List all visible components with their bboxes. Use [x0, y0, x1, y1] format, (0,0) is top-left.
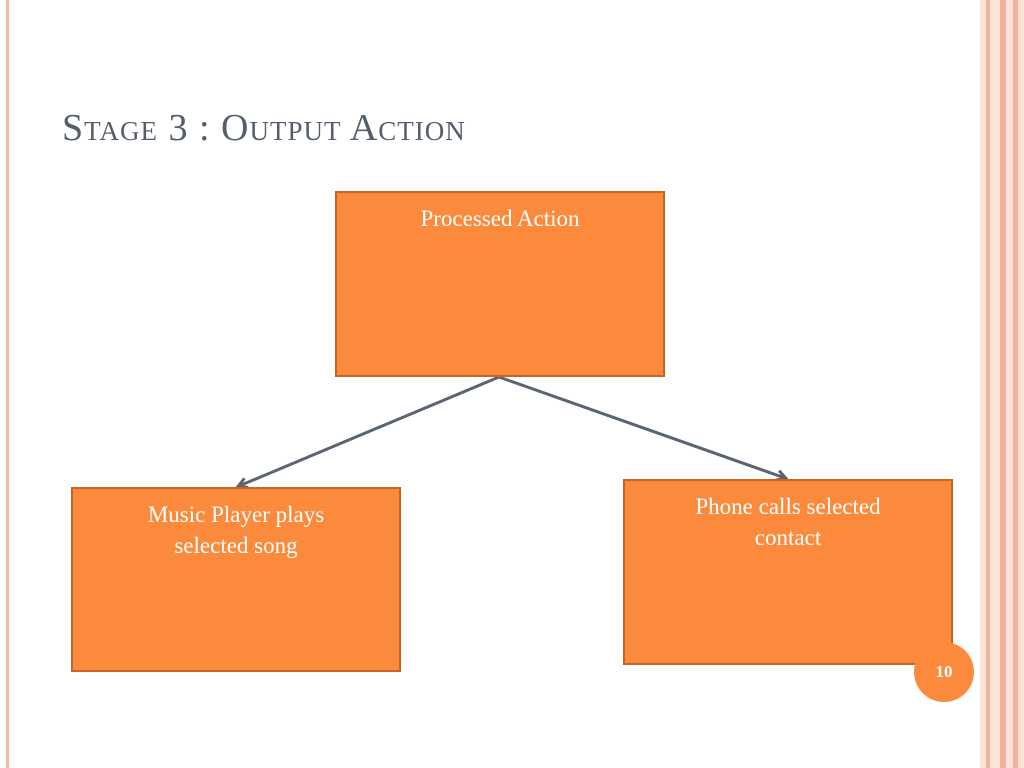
phone-call-label-line1: Phone calls selected — [695, 494, 881, 519]
page-number: 10 — [935, 662, 953, 681]
processed-action-box: Processed Action — [335, 191, 665, 377]
music-player-label-line1: Music Player plays — [147, 502, 325, 527]
music-player-box: Music Player plays selected song — [71, 487, 401, 672]
connector-left — [239, 375, 500, 486]
connector-right — [498, 375, 785, 478]
phone-call-box: Phone calls selected contact — [623, 479, 953, 665]
slide-title: Stage 3 : Output Action — [62, 107, 466, 149]
music-player-label-line2: selected song — [174, 533, 298, 558]
left-border-line — [6, 0, 9, 768]
right-border-stripe — [1000, 0, 1006, 768]
right-border-stripe — [1013, 0, 1018, 768]
right-border-stripe — [986, 0, 990, 768]
page-number-badge: 10 — [914, 642, 974, 702]
phone-call-label-line2: contact — [754, 525, 822, 550]
processed-action-label: Processed Action — [420, 206, 580, 231]
